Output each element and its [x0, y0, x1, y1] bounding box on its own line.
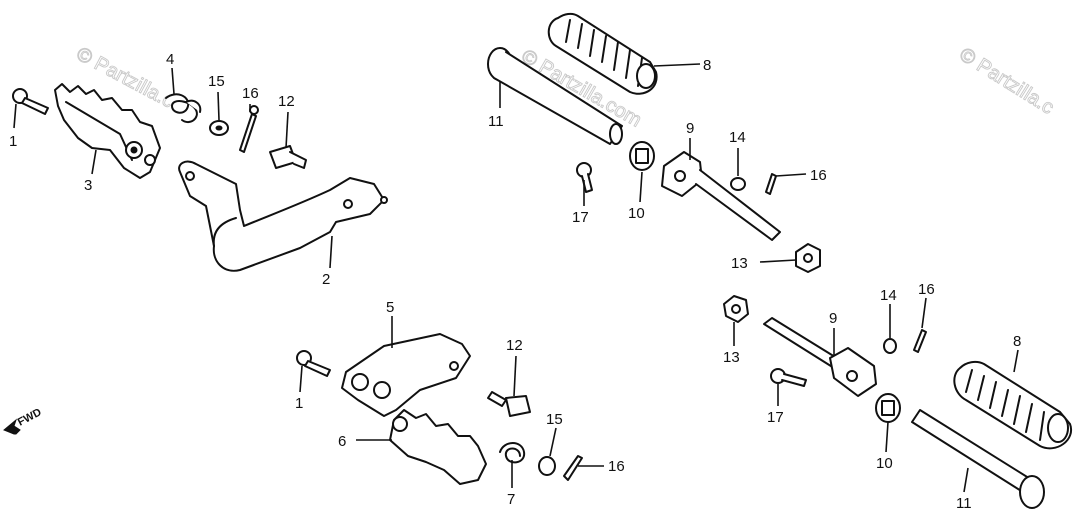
callout-4: 4	[166, 51, 174, 68]
bolt-part-1-upper	[12, 88, 49, 115]
callout-14-upper: 14	[729, 129, 746, 146]
cotter-pin-part-16-upper	[239, 105, 259, 153]
pivot-pin-part-11-lower	[911, 409, 1045, 509]
callout-13-upper: 13	[731, 255, 748, 272]
pivot-pin-part-11-upper	[487, 47, 623, 145]
callout-17-upper: 17	[572, 209, 589, 226]
washer-part-14-upper	[730, 177, 746, 191]
washer-part-14-lower	[883, 338, 897, 354]
callout-7: 7	[507, 491, 515, 508]
watermark-3: © Partzilla.c	[955, 44, 1057, 119]
callout-1-upper: 1	[9, 133, 17, 150]
callout-12-lower: 12	[506, 337, 523, 354]
callout-12-upper: 12	[278, 93, 295, 110]
rubber-grip-part-8-lower	[953, 360, 1073, 450]
footpeg-arm-part-9-lower	[763, 317, 877, 397]
footpeg-arm-part-9-upper	[661, 151, 781, 241]
callout-11-lower: 11	[956, 495, 972, 512]
callout-16-mid: 16	[810, 167, 827, 184]
spring-part-7	[499, 442, 526, 464]
callout-14-lower: 14	[880, 287, 897, 304]
callout-9-lower: 9	[829, 310, 837, 327]
footpeg-part-6	[389, 409, 487, 485]
callout-15-lower: 15	[546, 411, 563, 428]
washer-part-15-lower	[538, 456, 556, 476]
callout-15-upper: 15	[208, 73, 225, 90]
callout-10-upper: 10	[628, 205, 645, 222]
cotter-pin-part-16-right	[913, 329, 927, 353]
cotter-pin-part-16-mid	[765, 173, 777, 195]
nut-part-13-lower	[723, 295, 749, 323]
spring-part-4	[165, 93, 202, 124]
callout-5: 5	[386, 299, 394, 316]
bracket-part-2	[178, 160, 388, 272]
callout-6: 6	[338, 433, 346, 450]
callout-9-upper: 9	[686, 120, 694, 137]
washer-part-15-upper	[209, 120, 229, 136]
callout-10-lower: 10	[876, 455, 893, 472]
callout-13-lower: 13	[723, 349, 740, 366]
bolt-part-1-lower	[296, 350, 331, 377]
callout-16-upper: 16	[242, 85, 259, 102]
nut-part-13-upper	[795, 243, 821, 273]
callout-3: 3	[84, 177, 92, 194]
cotter-pin-part-16-lower	[563, 455, 583, 481]
fwd-label: FWD	[16, 406, 44, 428]
callout-11-upper: 11	[488, 113, 504, 130]
callout-16-lower: 16	[608, 458, 625, 475]
callout-8-upper: 8	[703, 57, 711, 74]
rubber-grip-part-8-upper	[547, 12, 658, 95]
callout-1-lower: 1	[295, 395, 303, 412]
bolt-part-12-lower	[487, 391, 531, 417]
callout-8-lower: 8	[1013, 333, 1021, 350]
fwd-arrow-icon: FWD	[3, 406, 44, 435]
washer-part-10-lower	[875, 393, 901, 423]
bolt-part-12-upper	[269, 145, 307, 169]
bracket-part-5	[341, 333, 471, 417]
callout-2: 2	[322, 271, 330, 288]
bolt-part-17-lower	[770, 368, 807, 387]
callout-17-lower: 17	[767, 409, 784, 426]
washer-part-10-upper	[629, 141, 655, 171]
footpeg-part-3	[54, 83, 161, 179]
leader-lines	[13, 63, 1019, 493]
callout-16-right: 16	[918, 281, 935, 298]
